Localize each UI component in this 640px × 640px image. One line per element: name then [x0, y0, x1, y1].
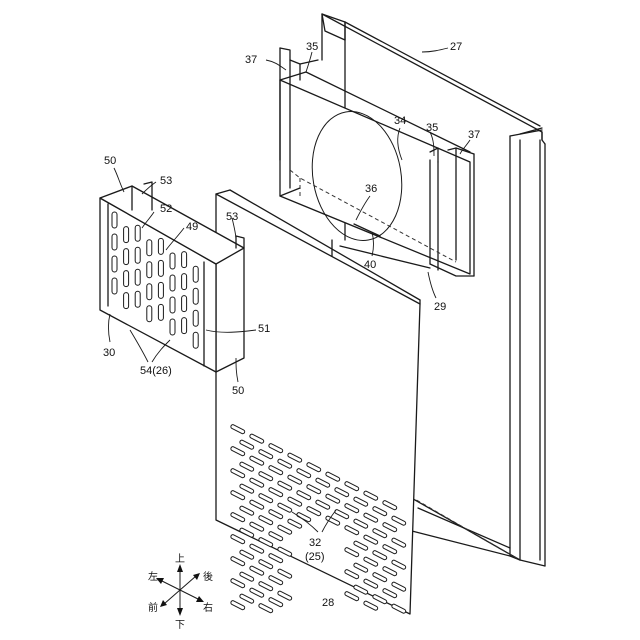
label-52: 52: [160, 203, 172, 215]
filter-slot: [193, 332, 198, 348]
label-53-right: 53: [226, 211, 238, 223]
compass-up: 上: [175, 553, 185, 565]
label-35-top: 35: [306, 41, 318, 53]
filter-slot: [170, 275, 175, 291]
compass-left: 左: [148, 570, 158, 583]
filter-slot: [158, 260, 163, 276]
grille-slot: [268, 553, 283, 563]
filter-slot: [182, 274, 187, 290]
grille-slot: [230, 578, 245, 588]
label-35-right: 35: [426, 122, 438, 134]
label-51: 51: [258, 323, 270, 335]
compass-right: 右: [203, 601, 213, 614]
label-30: 30: [103, 347, 115, 359]
grille-slot: [249, 588, 264, 598]
filter-slot: [124, 293, 129, 309]
filter-slot: [112, 234, 117, 250]
label-27: 27: [450, 41, 462, 53]
grille-slot: [258, 581, 273, 591]
compass-front: 前: [148, 601, 158, 614]
grille-slot: [268, 597, 283, 607]
filter-slot: [147, 284, 152, 300]
label-37-right: 37: [468, 129, 480, 141]
label-40: 40: [364, 259, 376, 271]
grille-slot: [249, 544, 264, 554]
label-54-26: 54(26): [140, 365, 172, 377]
label-25: (25): [305, 551, 325, 563]
filter-slot: [135, 247, 140, 263]
compass-back: 後: [203, 570, 213, 583]
filter-slot: [112, 278, 117, 294]
filter-slot: [124, 249, 129, 265]
filter-slot: [170, 297, 175, 313]
filter-slot: [193, 266, 198, 282]
grille-slot: [230, 600, 245, 610]
grille-slot: [277, 569, 292, 579]
label-36: 36: [365, 183, 377, 195]
filter-slot: [182, 318, 187, 334]
filter-slot: [135, 269, 140, 285]
duct-assembly: [280, 48, 474, 276]
grille-slot: [258, 603, 273, 613]
filter-slot: [193, 288, 198, 304]
grille-slot: [230, 556, 245, 566]
label-50-bottom: 50: [232, 385, 244, 397]
filter-slot: [193, 310, 198, 326]
filter-slot: [135, 225, 140, 241]
grille-slot: [230, 534, 245, 544]
label-50-top: 50: [104, 155, 116, 167]
filter-slot: [158, 304, 163, 320]
label-49: 49: [186, 221, 198, 233]
filter-slot: [170, 319, 175, 335]
direction-compass: 上 下 左 右 前 後: [148, 553, 213, 631]
filter-slot: [112, 256, 117, 272]
filter-slot: [147, 306, 152, 322]
filter-slot: [158, 238, 163, 254]
filter-slot: [124, 271, 129, 287]
grille-slot: [239, 550, 254, 560]
grille-slot: [277, 591, 292, 601]
filter-slot: [158, 282, 163, 298]
filter-slot: [124, 227, 129, 243]
label-32: 32: [309, 537, 321, 549]
label-34: 34: [394, 115, 406, 127]
grille-slot: [239, 594, 254, 604]
grille-slot: [249, 566, 264, 576]
label-29: 29: [434, 301, 446, 313]
label-37-top: 37: [245, 54, 257, 66]
compass-down: 下: [175, 620, 185, 631]
filter-slot: [147, 240, 152, 256]
grille-slot: [258, 559, 273, 569]
filter-slot: [170, 253, 175, 269]
grille-slot: [239, 572, 254, 582]
grille-slot: [268, 575, 283, 585]
filter-slot: [182, 252, 187, 268]
filter-slot: [135, 291, 140, 307]
filter-slot: [112, 212, 117, 228]
grille-slot: [344, 591, 359, 601]
grille-slot: [363, 601, 378, 611]
label-28: 28: [322, 597, 334, 609]
label-53-left: 53: [160, 175, 172, 187]
filter-slot: [182, 296, 187, 312]
filter-slot: [147, 262, 152, 278]
